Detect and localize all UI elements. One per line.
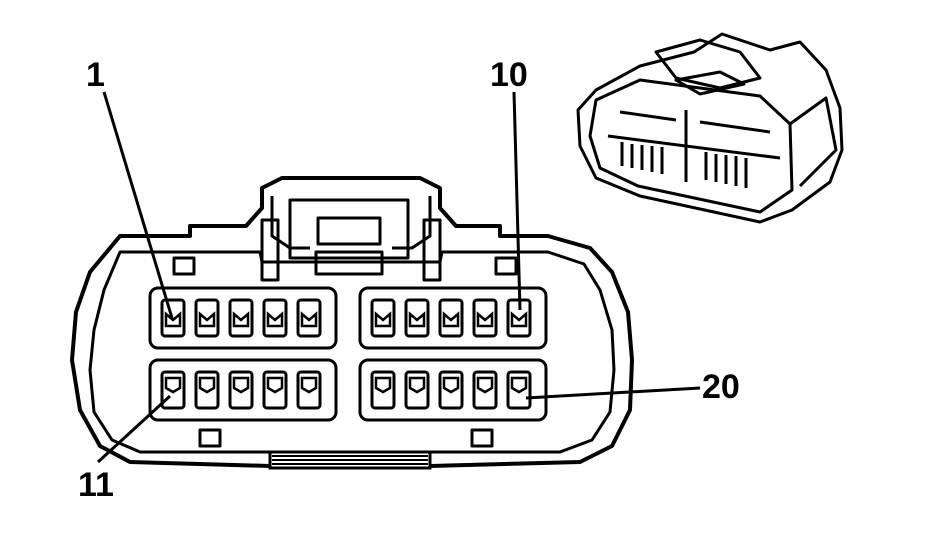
connector-face bbox=[70, 176, 634, 468]
connector-inner-outline bbox=[88, 250, 616, 454]
cavity-14-terminal bbox=[266, 376, 284, 394]
iso-divider bbox=[607, 134, 781, 160]
latch-post-left bbox=[260, 218, 280, 282]
latch-right-hook bbox=[392, 196, 432, 250]
cavity-17-terminal bbox=[408, 376, 426, 394]
cavity-2-terminal bbox=[198, 311, 216, 328]
cavity-11-terminal bbox=[164, 376, 182, 394]
iso-front-face bbox=[588, 78, 794, 214]
iso-top-latch bbox=[654, 38, 762, 90]
cavity-group-bottom-right bbox=[358, 358, 548, 422]
cavity-8-terminal bbox=[442, 311, 460, 328]
iso-latch-ridge bbox=[674, 70, 746, 96]
iso-cavity-ticks bbox=[619, 110, 771, 188]
cavity-1-terminal bbox=[164, 311, 182, 328]
leader-pin-1 bbox=[102, 91, 174, 319]
iso-side-edge bbox=[789, 96, 838, 188]
cavity-6-terminal bbox=[374, 311, 392, 328]
cavity-17 bbox=[404, 370, 430, 410]
latch-left-hook bbox=[270, 196, 310, 250]
cavity-9-terminal bbox=[476, 311, 494, 328]
cavity-20 bbox=[506, 370, 532, 410]
leader-pin-20 bbox=[525, 386, 701, 400]
cavity-pins bbox=[160, 298, 532, 410]
top-right-tab bbox=[494, 256, 518, 276]
iso-outer-body bbox=[576, 32, 844, 224]
pin-label-10: 10 bbox=[490, 56, 528, 94]
latch-frame bbox=[288, 198, 410, 260]
bottom-right-tab bbox=[470, 428, 494, 448]
pin-label-1: 1 bbox=[86, 56, 105, 94]
cavity-5-terminal bbox=[300, 311, 318, 328]
cavity-10-terminal bbox=[510, 311, 528, 328]
leader-lines bbox=[96, 91, 701, 464]
cavity-13 bbox=[228, 370, 254, 410]
cavity-7-terminal bbox=[408, 311, 426, 328]
leader-pin-10 bbox=[512, 91, 522, 311]
cavity-19 bbox=[472, 370, 498, 410]
cavity-13-terminal bbox=[232, 376, 250, 394]
bottom-left-tab bbox=[198, 428, 222, 448]
cavity-4-terminal bbox=[266, 311, 284, 328]
cavity-group-top-right bbox=[358, 286, 548, 350]
cavity-15 bbox=[296, 370, 322, 410]
cavity-16 bbox=[370, 370, 396, 410]
cavity-18 bbox=[438, 370, 464, 410]
cavity-12 bbox=[194, 370, 220, 410]
connector-base-ribs bbox=[268, 450, 432, 470]
pin-label-20: 20 bbox=[702, 368, 740, 406]
leader-pin-11 bbox=[96, 394, 172, 464]
cavity-group-top-left bbox=[148, 286, 338, 350]
cavity-15-terminal bbox=[300, 376, 318, 394]
latch-tab bbox=[314, 250, 384, 276]
cavity-20-terminal bbox=[510, 376, 528, 394]
cavity-3-terminal bbox=[232, 311, 250, 328]
cavity-group-bottom-left bbox=[148, 358, 338, 422]
cavity-16-terminal bbox=[374, 376, 392, 394]
top-left-tab bbox=[172, 256, 196, 276]
cavity-18-terminal bbox=[442, 376, 460, 394]
cavity-19-terminal bbox=[476, 376, 494, 394]
cavity-12-terminal bbox=[198, 376, 216, 394]
latch-post-right bbox=[422, 218, 442, 282]
pin-label-11: 11 bbox=[78, 466, 114, 504]
connector-isometric-view bbox=[576, 32, 844, 224]
connector-outer-outline bbox=[70, 176, 634, 468]
cavity-14 bbox=[262, 370, 288, 410]
latch-window bbox=[316, 216, 382, 246]
